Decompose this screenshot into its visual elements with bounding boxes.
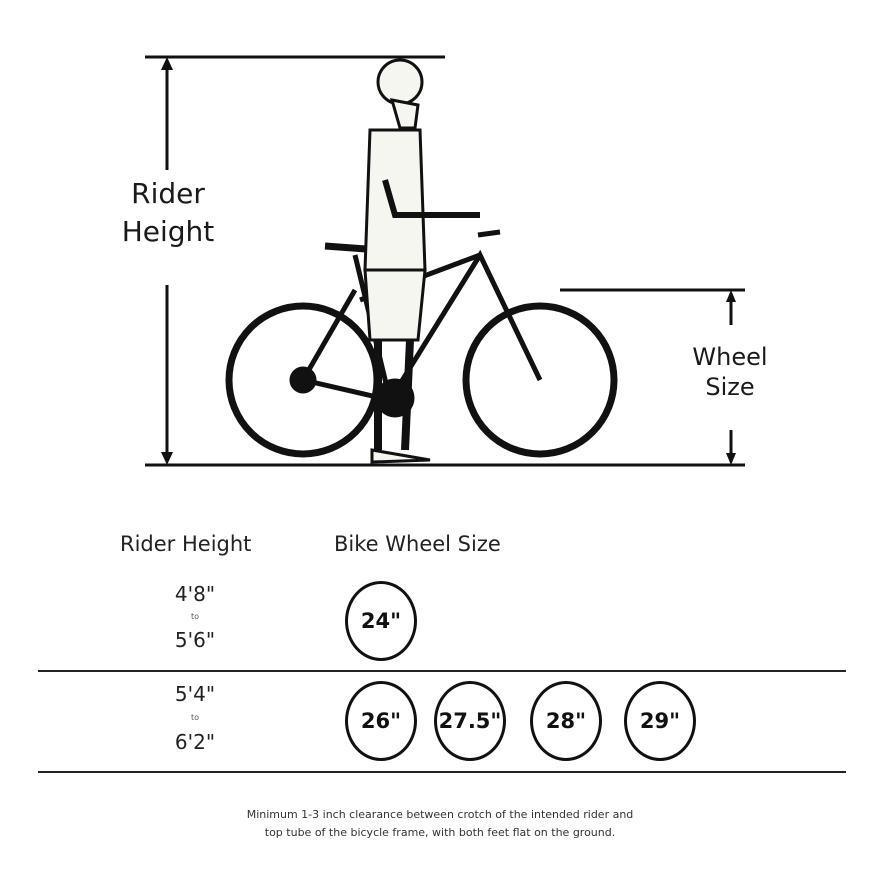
row1-to: to xyxy=(190,612,200,621)
rider-label-line1: Rider xyxy=(131,177,205,210)
header-rider-height: Rider Height xyxy=(120,532,252,556)
rider-legs xyxy=(374,339,414,451)
rider-arm xyxy=(382,179,480,218)
wheel-size-26: 26" xyxy=(345,681,417,761)
row2-height-to: 6'2" xyxy=(174,730,216,754)
wheel-size-29: 29" xyxy=(624,681,696,761)
cassette xyxy=(289,366,317,394)
rider-shorts xyxy=(363,268,427,342)
wheel-size-28: 28" xyxy=(530,681,602,761)
wheel-size-24: 24" xyxy=(345,581,417,661)
rider-torso xyxy=(363,128,427,272)
row-divider xyxy=(38,670,846,672)
table-bottom-rule xyxy=(38,771,846,773)
wheel-label-line1: Wheel xyxy=(692,343,768,371)
footnote: Minimum 1-3 inch clearance between crotc… xyxy=(120,806,760,842)
wheel-size-27-5: 27.5" xyxy=(434,681,506,761)
handlebar xyxy=(477,229,501,238)
wheel-label-line2: Size xyxy=(705,373,755,401)
rider-shoes xyxy=(370,448,431,464)
footnote-line2: top tube of the bicycle frame, with both… xyxy=(264,826,616,839)
bike-rider-illustration xyxy=(145,55,745,467)
front-wheel xyxy=(462,302,618,458)
rider-height-label: Rider Height xyxy=(98,175,238,251)
row2-height-from: 5'4" xyxy=(174,682,216,706)
row1-height-to: 5'6" xyxy=(174,628,216,652)
rider-head xyxy=(389,98,420,130)
helmet xyxy=(376,58,424,106)
row1-height-from: 4'8" xyxy=(174,582,216,606)
row2-to: to xyxy=(190,713,200,722)
header-wheel-size: Bike Wheel Size xyxy=(334,532,501,556)
footnote-line1: Minimum 1-3 inch clearance between crotc… xyxy=(246,808,634,821)
rider-label-line2: Height xyxy=(121,215,215,248)
wheel-size-label: Wheel Size xyxy=(670,342,790,402)
